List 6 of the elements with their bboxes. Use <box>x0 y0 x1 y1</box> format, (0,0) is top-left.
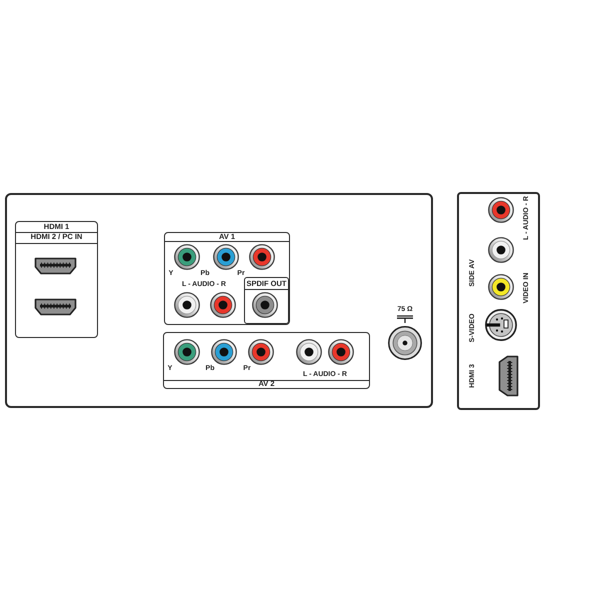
port-group-box <box>244 277 289 324</box>
port-group-box <box>164 232 290 325</box>
port-group-box <box>163 332 370 389</box>
back-panel <box>5 193 433 408</box>
port-group-box <box>15 221 98 338</box>
side-panel <box>457 192 540 410</box>
